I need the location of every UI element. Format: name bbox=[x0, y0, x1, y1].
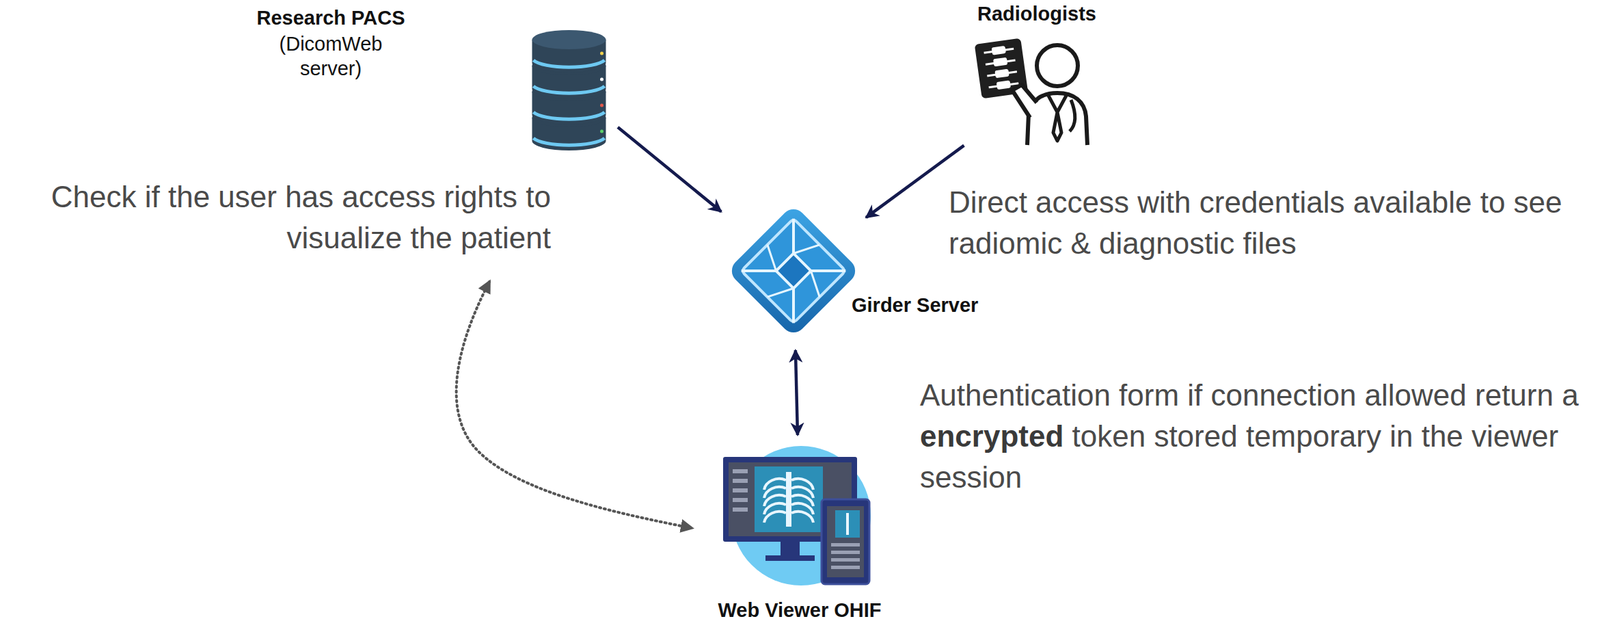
rib bbox=[791, 511, 814, 523]
node-title: Radiologists bbox=[927, 1, 1147, 26]
tablet-bar bbox=[831, 542, 860, 547]
dotted-leader bbox=[456, 281, 692, 528]
server-core bbox=[776, 253, 812, 289]
tablet-bar bbox=[831, 557, 860, 562]
stethoscope bbox=[1069, 99, 1076, 132]
server-strut bbox=[793, 235, 820, 262]
tablet-screen bbox=[826, 505, 864, 577]
note-text: Check if the user has access rights to v… bbox=[51, 179, 551, 255]
database-band bbox=[533, 138, 605, 145]
monitor-screen bbox=[754, 466, 823, 532]
rib bbox=[988, 83, 1020, 88]
tablet-frame bbox=[821, 498, 870, 584]
database-top bbox=[532, 30, 607, 50]
node-icon bbox=[973, 36, 1101, 147]
database-band bbox=[533, 112, 605, 119]
connector-arrow bbox=[795, 349, 798, 435]
note-block: Direct access with credentials available… bbox=[948, 181, 1592, 264]
status-light bbox=[600, 51, 604, 56]
tablet-spine bbox=[846, 512, 849, 535]
server-outer bbox=[726, 203, 860, 337]
server-node: Girder Server bbox=[726, 203, 861, 338]
node-title: Research PACS bbox=[221, 5, 441, 31]
menu-bar bbox=[732, 497, 748, 502]
status-light bbox=[600, 103, 604, 108]
tablet-bar bbox=[831, 565, 860, 569]
database-band bbox=[533, 60, 605, 67]
server-strut bbox=[741, 253, 777, 289]
server-strut bbox=[767, 279, 794, 306]
server-strut bbox=[810, 253, 846, 289]
rib bbox=[986, 71, 1018, 76]
node-icon bbox=[726, 203, 861, 338]
status-light bbox=[600, 77, 604, 82]
rib bbox=[985, 60, 1016, 65]
note-text: Direct access with credentials available… bbox=[948, 185, 1563, 260]
menu-bar bbox=[732, 478, 748, 483]
server-strut bbox=[776, 218, 812, 254]
monitor-stand bbox=[780, 541, 800, 557]
server-strut bbox=[758, 244, 785, 271]
server-inner bbox=[741, 218, 847, 324]
database-band bbox=[533, 86, 605, 93]
database-node: Research PACS(DicomWeb server) bbox=[529, 27, 609, 147]
viewer-node: Web Viewer OHIF bbox=[717, 441, 882, 594]
rib bbox=[984, 48, 1015, 53]
node-title: Girder Server bbox=[851, 292, 979, 318]
spine bbox=[785, 471, 792, 527]
node-icon bbox=[717, 441, 882, 594]
person-head bbox=[1036, 45, 1078, 87]
node-icon bbox=[529, 27, 609, 147]
connector-arrow bbox=[617, 127, 722, 212]
node-subtitle: (DicomWeb server) bbox=[265, 31, 396, 81]
menu-bar bbox=[732, 468, 748, 473]
person-collar bbox=[1047, 94, 1067, 141]
menu-bar bbox=[732, 507, 748, 512]
person-arm bbox=[1012, 84, 1037, 118]
radiologist-node: Radiologists bbox=[973, 36, 1101, 147]
tablet-bar bbox=[831, 550, 860, 554]
monitor-base bbox=[765, 554, 815, 561]
server-strut bbox=[776, 287, 812, 323]
tablet-image bbox=[835, 509, 860, 538]
menu-bar bbox=[732, 487, 748, 493]
node-title: Web Viewer OHIF bbox=[662, 597, 937, 622]
note-text: Authentication form if connection allowe… bbox=[919, 377, 1579, 412]
status-light bbox=[600, 129, 604, 134]
note-block: Check if the user has access rights to v… bbox=[9, 176, 551, 259]
emphasis-text: encrypted bbox=[919, 418, 1064, 453]
rib bbox=[764, 511, 786, 523]
server-strut bbox=[802, 270, 829, 297]
note-block: Authentication form if connection allowe… bbox=[919, 374, 1594, 498]
